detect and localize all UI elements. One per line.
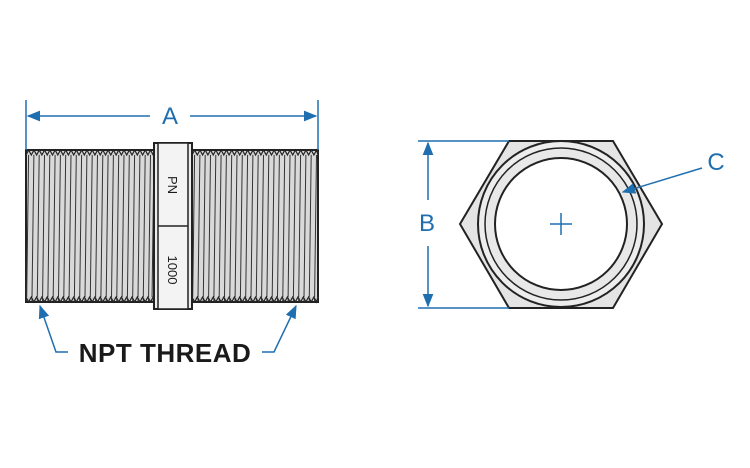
stamp-pn: PN — [165, 176, 180, 194]
thread-crest-line — [68, 150, 72, 302]
thread-crest-line — [57, 150, 61, 302]
thread-crest-line — [234, 150, 238, 302]
dimension-a — [25, 100, 319, 150]
dimension-c-label: C — [707, 149, 724, 176]
end-view: B C — [418, 140, 725, 309]
thread-crest-line — [282, 150, 286, 302]
thread-crest-line — [116, 150, 120, 302]
thread-crest-line — [105, 150, 109, 302]
dimension-b — [418, 140, 509, 309]
thread-crest-line — [208, 150, 212, 302]
thread-crest-line — [126, 150, 130, 302]
npt-thread-leaders — [38, 304, 297, 353]
thread-crest-line — [250, 150, 254, 302]
thread-crest-line — [266, 150, 270, 302]
thread-crest-line — [132, 150, 136, 302]
thread-crest-line — [47, 150, 51, 302]
left-thread — [25, 148, 155, 304]
thread-crest-line — [276, 150, 280, 302]
right-thread — [191, 148, 319, 304]
thread-crest-line — [31, 150, 35, 302]
thread-crest-line — [287, 150, 291, 302]
thread-crest-line — [271, 150, 275, 302]
thread-crest-line — [218, 150, 222, 302]
thread-crest-line — [213, 150, 217, 302]
dimension-c — [621, 167, 703, 194]
thread-teeth-top — [25, 148, 155, 157]
thread-crest-line — [100, 150, 104, 302]
thread-teeth-bottom — [25, 295, 155, 304]
thread-crest-line — [229, 150, 233, 302]
thread-crest-line — [89, 150, 93, 302]
thread-crest-line — [292, 150, 296, 302]
thread-crest-line — [303, 150, 307, 302]
thread-crest-line — [197, 150, 201, 302]
thread-crest-line — [239, 150, 243, 302]
npt-thread-label: NPT THREAD — [79, 338, 252, 368]
thread-crest-line — [42, 150, 46, 302]
thread-crest-line — [84, 150, 88, 302]
thread-crest-line — [121, 150, 125, 302]
thread-crest-line — [63, 150, 67, 302]
thread-teeth-bottom — [191, 295, 319, 304]
thread-crest-line — [137, 150, 141, 302]
stamp-1000: 1000 — [165, 256, 180, 285]
thread-crest-line — [202, 150, 206, 302]
thread-crest-line — [308, 150, 312, 302]
thread-teeth-top — [191, 148, 319, 157]
thread-crest-line — [73, 150, 77, 302]
thread-crest-line — [298, 150, 302, 302]
thread-crest-line — [314, 150, 318, 302]
hex-body-side — [153, 142, 193, 310]
side-view: PN 1000 A NPT THREAD — [25, 100, 319, 368]
thread-crest-line — [95, 150, 99, 302]
thread-crest-line — [142, 150, 146, 302]
thread-crest-line — [223, 150, 227, 302]
thread-crest-line — [52, 150, 56, 302]
thread-crest-line — [36, 150, 40, 302]
thread-crest-line — [148, 150, 152, 302]
thread-crest-line — [79, 150, 83, 302]
dimension-a-label: A — [162, 103, 178, 130]
thread-crest-line — [110, 150, 114, 302]
thread-crest-line — [255, 150, 259, 302]
dimension-b-label: B — [419, 210, 435, 237]
center-cross — [550, 213, 572, 235]
thread-crest-line — [245, 150, 249, 302]
thread-crest-line — [26, 150, 30, 302]
thread-crest-line — [261, 150, 265, 302]
